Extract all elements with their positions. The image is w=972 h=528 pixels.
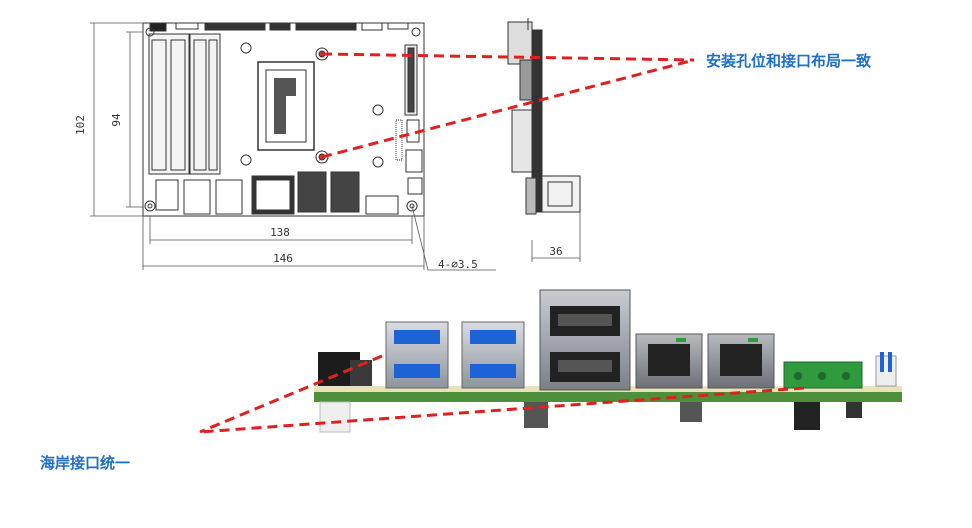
line-io-lower — [199, 386, 805, 434]
line-hole-top — [321, 52, 695, 62]
underside-parts — [524, 402, 862, 430]
callout-io-ports: 海岸接口统一 — [40, 454, 131, 472]
board-top-view — [142, 22, 425, 217]
right-connectors — [395, 44, 423, 195]
callout-mounting-holes: 安装孔位和接口布局一致 — [706, 52, 872, 70]
rj45-port-2 — [707, 333, 775, 389]
usb-stack-2 — [461, 321, 525, 389]
usb-stack-1 — [385, 321, 449, 389]
dim-side-depth: 36 — [549, 245, 562, 258]
power-jack-left — [318, 352, 372, 433]
right-header — [875, 352, 897, 387]
board-side-view — [507, 18, 581, 215]
rj45-port-1 — [635, 333, 703, 389]
top-header-strip — [149, 22, 409, 32]
terminal-block — [783, 361, 863, 389]
line-hole-bottom — [321, 58, 695, 159]
dim-height-outer: 102 — [74, 115, 87, 135]
cpu-socket — [257, 61, 315, 151]
line-io-upper — [199, 354, 383, 434]
memory-slots — [148, 33, 221, 175]
board-io-3d-view — [314, 289, 902, 433]
dim-width-inner: 138 — [270, 226, 290, 239]
rear-io-top-view — [155, 171, 399, 215]
callout-lines — [199, 52, 805, 434]
dim-hole-spec: 4-∅3.5 — [438, 258, 478, 271]
dimension-lines-top — [90, 22, 581, 271]
pcb-edge — [314, 392, 902, 402]
dim-height-inner: 94 — [110, 113, 123, 127]
dim-width-outer: 146 — [273, 252, 293, 265]
displayport-stack — [539, 289, 631, 391]
